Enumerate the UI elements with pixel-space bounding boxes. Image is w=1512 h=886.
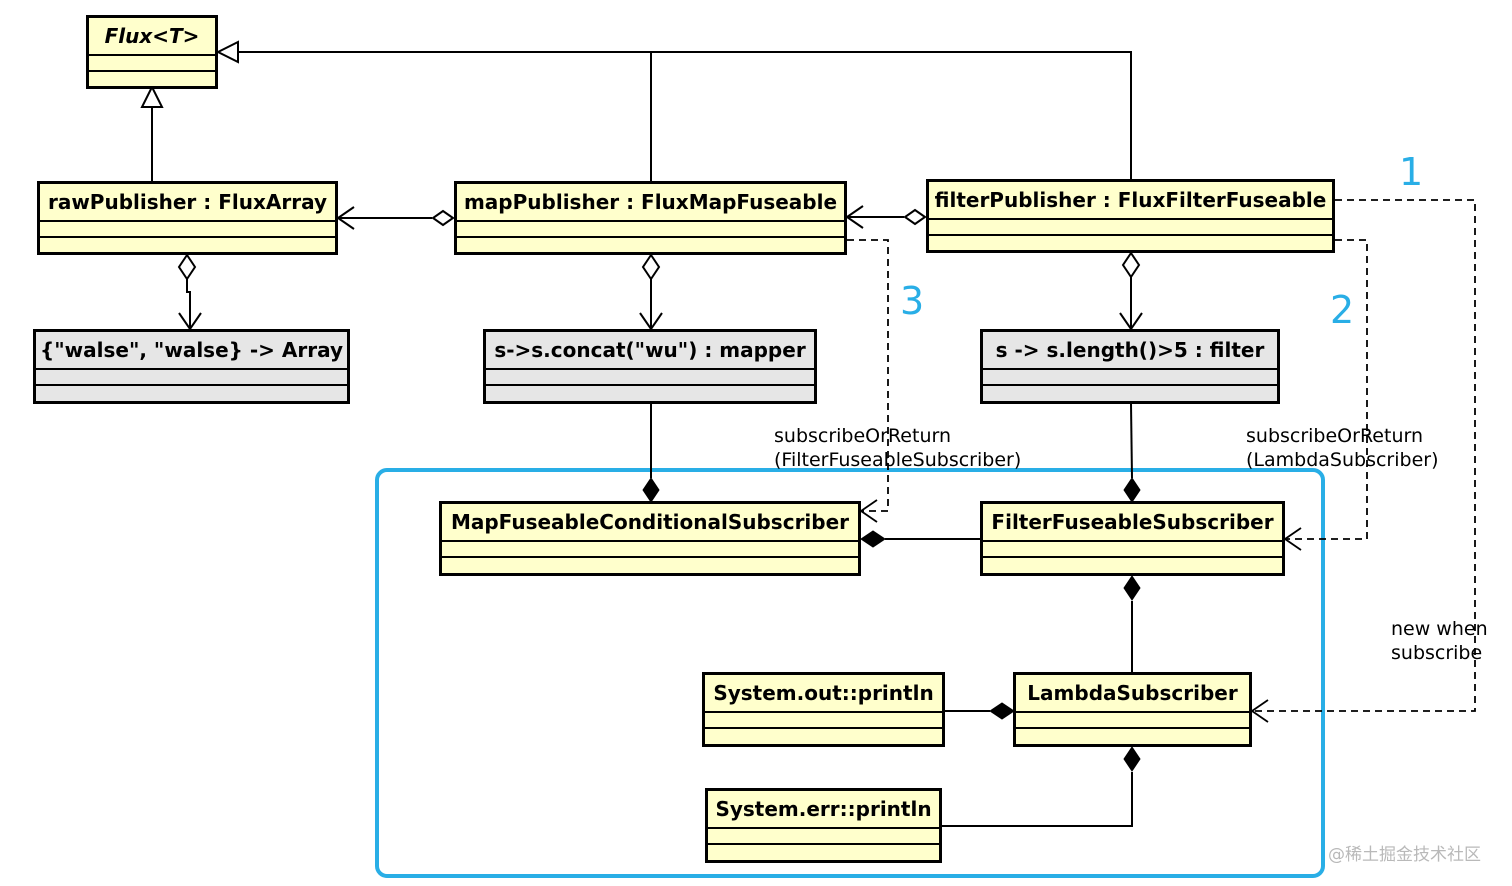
stdout-consumer-name: System.out::println: [705, 675, 942, 713]
lambda-subscriber-class: LambdaSubscriber: [1013, 672, 1252, 747]
array-source-name: {"walse", "walse} -> Array: [36, 332, 347, 370]
mapsub-composition-diamond: [642, 477, 660, 503]
dep-1-arrowhead: [1250, 699, 1269, 723]
filter-name: s -> s.length()>5 : filter: [983, 332, 1277, 370]
dep-1-line: [1252, 199, 1476, 712]
mapsub-side-composition-diamond: [860, 530, 886, 548]
publishers-generalization-triangle: [215, 40, 239, 64]
stderr-consumer-class: System.err::println: [705, 788, 942, 863]
subscribe-filter-label: subscribeOrReturn (FilterFuseableSubscri…: [774, 425, 1022, 471]
step-number-3: 3: [900, 279, 925, 323]
map-to-raw-arrowhead: [336, 206, 355, 230]
filter-publisher-name: filterPublisher : FluxFilterFuseable: [929, 182, 1332, 220]
flux-class: Flux<T>: [86, 15, 218, 89]
map-publisher-name: mapPublisher : FluxMapFuseable: [457, 184, 844, 222]
dep-2-line: [1285, 239, 1368, 540]
stdout-consumer-class: System.out::println: [702, 672, 945, 747]
filter-subscriber-name: FilterFuseableSubscriber: [983, 504, 1282, 542]
raw-generalization-triangle: [140, 84, 164, 108]
lambda-bottom-composition-diamond: [1123, 746, 1141, 772]
map-aggregation-diamond: [431, 209, 455, 227]
flux-class-name: Flux<T>: [89, 18, 215, 56]
new-when-subscribe-label: new when subscribe: [1391, 618, 1488, 664]
mapper-object: s->s.concat("wu") : mapper: [483, 329, 817, 404]
raw-publisher-class: rawPublisher : FluxArray: [37, 181, 338, 255]
raw-to-array-line: [186, 278, 191, 329]
stderr-consumer-name: System.err::println: [708, 791, 939, 829]
filter-to-flux-line: [651, 51, 1132, 179]
map-subscriber-name: MapFuseableConditionalSubscriber: [442, 504, 858, 542]
mappub-aggregation-diamond: [641, 253, 661, 281]
filter-subscriber-class: FilterFuseableSubscriber: [980, 501, 1285, 576]
filter-object: s -> s.length()>5 : filter: [980, 329, 1280, 404]
map-subscriber-class: MapFuseableConditionalSubscriber: [439, 501, 861, 576]
filtersub-bottom-composition-diamond: [1123, 575, 1141, 601]
subscribe-lambda-label: subscribeOrReturn (LambdaSubscriber): [1246, 425, 1439, 471]
map-publisher-class: mapPublisher : FluxMapFuseable: [454, 181, 847, 255]
filterpub-aggregation-diamond: [1121, 251, 1141, 279]
filter-publisher-class: filterPublisher : FluxFilterFuseable: [926, 179, 1335, 253]
raw-publisher-name: rawPublisher : FluxArray: [40, 184, 335, 222]
dep-3-arrowhead: [859, 499, 878, 523]
mapper-name: s->s.concat("wu") : mapper: [486, 332, 814, 370]
step-number-2: 2: [1330, 288, 1355, 332]
filter-aggregation-diamond: [903, 208, 927, 226]
filter-to-map-arrowhead: [845, 205, 864, 229]
lambda-subscriber-name: LambdaSubscriber: [1016, 675, 1249, 713]
filterfn-to-filtersub-line: [1130, 403, 1133, 479]
lambda-left-composition-diamond: [989, 702, 1015, 720]
dep-3-line: [847, 239, 889, 512]
dep-2-arrowhead: [1283, 527, 1302, 551]
map-filter-to-flux-line: [237, 51, 652, 181]
stderr-to-lambda-line: [941, 772, 1133, 827]
step-number-1: 1: [1399, 150, 1424, 194]
filtersub-composition-diamond: [1123, 477, 1141, 503]
subscriber-chain-highlight: [375, 468, 1325, 878]
flux-attributes: [89, 56, 215, 72]
array-source-object: {"walse", "walse} -> Array: [33, 329, 350, 404]
raw-aggregation-diamond: [177, 253, 197, 281]
watermark: @稀土掘金技术社区: [1328, 845, 1481, 865]
